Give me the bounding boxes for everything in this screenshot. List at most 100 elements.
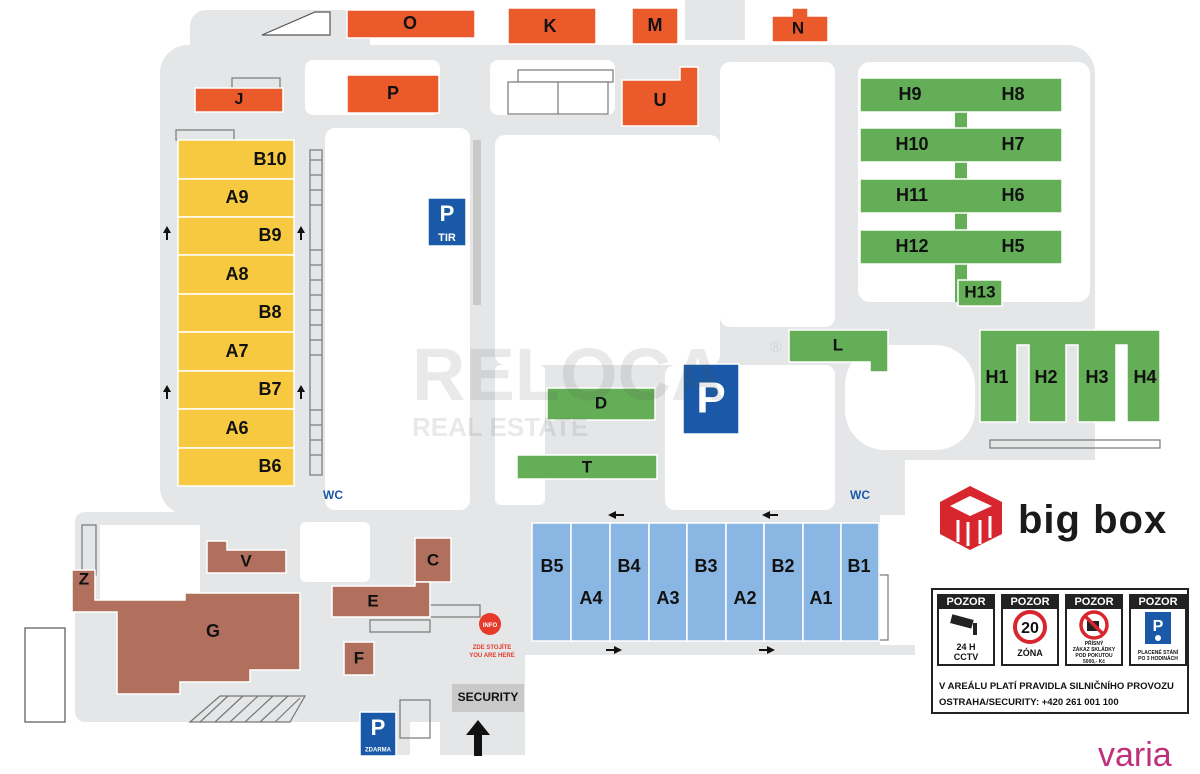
- security-gate[interactable]: SECURITY: [452, 684, 524, 756]
- building-H5-label: H5: [1001, 236, 1024, 256]
- sign-speed: POZOR 20 ZÓNA: [1001, 594, 1059, 666]
- security-label: SECURITY: [458, 690, 519, 704]
- wc-left-label: WC: [323, 488, 343, 502]
- building-C[interactable]: C: [414, 537, 452, 583]
- orange-buildings: O K M N P J U: [194, 7, 829, 127]
- info-marker[interactable]: INFO ZDE STOJÍTE YOU ARE HERE: [469, 613, 515, 659]
- building-U[interactable]: U: [621, 66, 699, 127]
- sign-no-dumping-line4: 5000,- Kč: [1083, 659, 1105, 665]
- sign-paid-parking: POZOR P PLACENÉ STÁNÍ PO 3 HODINÁCH: [1129, 594, 1187, 666]
- sign-no-dumping-line3: POD POKUTOU: [1075, 653, 1113, 659]
- building-A4-label: A4: [579, 588, 602, 608]
- building-B9-label: B9: [258, 225, 281, 245]
- building-H8-label: H8: [1001, 84, 1024, 104]
- sign-no-dumping-header: POZOR: [1067, 596, 1121, 609]
- building-B7[interactable]: B7: [177, 370, 295, 410]
- sign-paid-parking-line1: PLACENÉ STÁNÍ: [1137, 650, 1179, 656]
- building-A9[interactable]: A9: [177, 178, 295, 218]
- building-H13-label: H13: [964, 282, 995, 301]
- info-label: INFO: [483, 623, 498, 629]
- building-D[interactable]: D: [546, 387, 656, 421]
- building-N[interactable]: N: [771, 7, 829, 43]
- building-V[interactable]: V: [206, 540, 287, 574]
- sign-cctv: POZOR 24 H CCTV: [937, 594, 995, 666]
- parking-free-letter: P: [371, 715, 386, 740]
- sign-paid-parking-line2: PO 3 HODINÁCH: [1138, 656, 1178, 662]
- building-B10[interactable]: B10: [177, 139, 295, 180]
- building-F[interactable]: F: [343, 641, 375, 676]
- building-B6[interactable]: B6: [177, 447, 295, 487]
- building-B1-label: B1: [847, 556, 870, 576]
- building-P-label: P: [387, 83, 399, 103]
- parking-free-label: ZDARMA: [365, 748, 392, 754]
- building-H7-label: H7: [1001, 134, 1024, 154]
- svg-text:P: P: [1153, 618, 1164, 635]
- brand-logo: [938, 484, 1188, 554]
- security-contact-text: OSTRAHA/SECURITY: +420 261 001 100: [939, 697, 1119, 708]
- building-A7-label: A7: [225, 341, 248, 361]
- yellow-buildings: B10 A9 B9 A8 B8 A7 B7 A6 B6: [177, 139, 295, 487]
- direction-arrows: [163, 226, 778, 654]
- building-A1-label: A1: [809, 588, 832, 608]
- sign-cctv-line1: 24 H: [956, 642, 976, 652]
- building-H11-H6[interactable]: H11 H6: [859, 178, 1063, 214]
- parking-time-icon: P: [1145, 612, 1171, 644]
- building-B10-label: B10: [253, 149, 286, 169]
- building-E[interactable]: E: [331, 581, 431, 618]
- building-O-label: O: [403, 13, 417, 33]
- sign-paid-parking-header: POZOR: [1131, 596, 1185, 609]
- parking-tir-sign: P TIR: [427, 197, 467, 247]
- you-are-here-en: YOU ARE HERE: [469, 653, 514, 659]
- building-G-label: G: [206, 621, 220, 641]
- building-B4[interactable]: B4: [609, 522, 650, 642]
- building-H10-H7[interactable]: H10 H7: [859, 127, 1063, 163]
- building-Z-label: Z: [79, 569, 89, 588]
- building-H12-label: H12: [895, 236, 928, 256]
- building-A1[interactable]: A1: [802, 522, 842, 642]
- building-B5[interactable]: B5: [531, 522, 572, 642]
- building-A4[interactable]: A4: [570, 522, 611, 642]
- cctv-camera-icon: [950, 614, 977, 635]
- building-A8[interactable]: A8: [177, 254, 295, 295]
- building-T[interactable]: T: [516, 454, 658, 480]
- building-H13[interactable]: H13: [957, 279, 1003, 307]
- building-H1-H4[interactable]: H1 H2 H3 H4: [979, 329, 1161, 423]
- varia-corner-logo: varia: [1098, 736, 1172, 774]
- building-H1-label: H1: [985, 367, 1008, 387]
- brown-buildings: G Z V C E F: [71, 537, 452, 695]
- building-A2[interactable]: A2: [725, 522, 765, 642]
- building-H12-H5[interactable]: H12 H5: [859, 229, 1063, 265]
- building-P[interactable]: P: [346, 74, 440, 114]
- building-J[interactable]: J: [194, 87, 284, 113]
- building-M[interactable]: M: [631, 7, 679, 45]
- speed-limit-icon: 20: [1013, 610, 1047, 644]
- building-O[interactable]: O: [346, 9, 476, 39]
- building-L[interactable]: L: [788, 329, 889, 373]
- building-B2[interactable]: B2: [763, 522, 804, 642]
- building-B7-label: B7: [258, 379, 281, 399]
- building-U-label: U: [654, 90, 667, 110]
- parking-center-sign: P: [682, 363, 740, 435]
- wc-right-label: WC: [850, 488, 870, 502]
- watermark: RELOCA REAL ESTATE ®: [412, 333, 782, 442]
- building-A3[interactable]: A3: [648, 522, 688, 642]
- building-H6-label: H6: [1001, 185, 1024, 205]
- building-A6[interactable]: A6: [177, 408, 295, 449]
- watermark-main: RELOCA: [412, 333, 724, 416]
- building-K-label: K: [544, 16, 557, 36]
- building-B8[interactable]: B8: [177, 293, 295, 333]
- building-Z[interactable]: Z: [79, 569, 89, 588]
- building-H9-H8[interactable]: H9 H8: [859, 77, 1063, 113]
- building-K[interactable]: K: [507, 7, 597, 45]
- building-M-label: M: [648, 15, 663, 35]
- speed-limit-value: 20: [1021, 620, 1039, 637]
- building-B3[interactable]: B3: [686, 522, 727, 642]
- parking-center-letter: P: [696, 374, 725, 423]
- building-B9[interactable]: B9: [177, 216, 295, 256]
- building-B1[interactable]: B1: [840, 522, 880, 642]
- building-A7[interactable]: A7: [177, 331, 295, 372]
- warning-signs-panel: POZOR 24 H CCTV POZOR 20 ZÓNA POZOR PŘÍS…: [931, 588, 1189, 714]
- building-G[interactable]: G: [71, 569, 301, 695]
- parking-tir-letter: P: [440, 201, 455, 226]
- building-B8-label: B8: [258, 302, 281, 322]
